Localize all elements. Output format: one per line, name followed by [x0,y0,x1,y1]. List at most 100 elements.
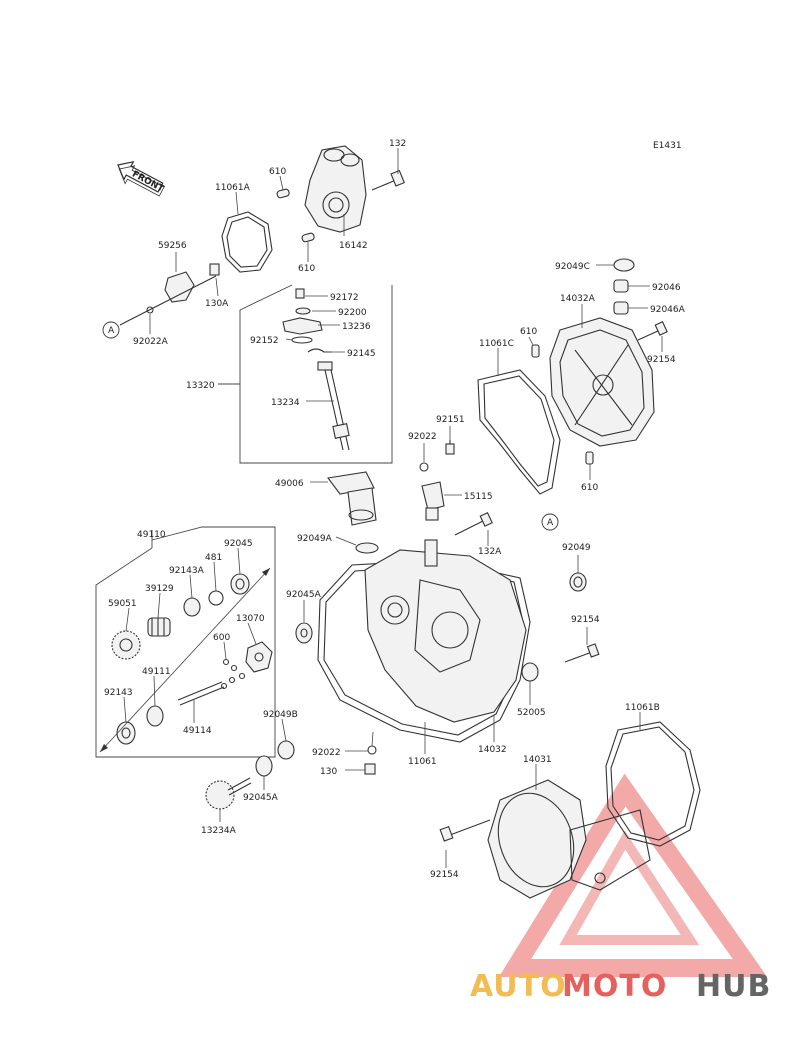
oring-92152 [291,336,313,344]
shaft-49114 [177,681,225,706]
spring-39129 [147,617,171,637]
bolt-130 [364,763,376,775]
label-52005: 52005 [517,708,546,718]
label-92045: 92045 [224,539,253,549]
front-label: FRONT [130,169,166,194]
gasket-11061C [477,369,561,495]
collar-92143 [116,721,136,745]
label-11061A: 11061A [215,183,251,193]
label-92154: 92154 [430,870,459,880]
label-59051: 59051 [108,599,137,609]
label-13234A: 13234A [201,826,237,836]
seal-92049C [613,258,635,272]
bolt-92151 [445,440,455,455]
pump-body-49006 [327,471,377,526]
seal-92049B [277,740,295,760]
label-92151: 92151 [436,415,465,425]
label-92045A: 92045A [243,793,279,803]
label-610: 610 [520,327,537,337]
label-92152: 92152 [250,336,279,346]
label-49111: 49111 [142,667,171,677]
shaft-13234 [317,361,350,451]
label-92200: 92200 [338,308,367,318]
screw-92172 [295,288,305,299]
bush-92046A [613,301,629,315]
label-92145: 92145 [347,349,376,359]
label-132: 132 [389,139,406,149]
washer-92022 [419,462,429,472]
label-92045A: 92045A [286,590,322,600]
watermark-hub: HUB [696,969,771,1004]
circlip-481 [208,590,224,606]
watermark-auto: AUTO [470,969,567,1004]
label-14032: 14032 [478,745,507,755]
label-49110: 49110 [137,530,166,540]
label-49114: 49114 [183,726,212,736]
callout-a-right [541,513,559,531]
clutch-cover-14031 [487,779,651,899]
collar-92143A [183,597,201,617]
cap-15115 [421,481,445,521]
label-92143A: 92143A [169,566,205,576]
bolt-92154-lower [439,819,491,842]
label-92154: 92154 [571,615,600,625]
leader-lines [123,148,663,868]
label-610: 610 [298,264,315,274]
bracket-59256 [119,263,220,326]
label-11061C: 11061C [479,339,514,349]
gasket-11061A [221,211,273,273]
seal-92045 [230,573,250,595]
label-16142: 16142 [339,241,368,251]
label-13320: 13320 [186,381,215,391]
diagram-code: E1431 [653,141,682,151]
part-labels: 132 610 11061A 16142 610 59256 130A 9202… [104,139,686,880]
label-92154: 92154 [647,355,676,365]
label-11061: 11061 [408,757,437,767]
label-92022: 92022 [312,748,341,758]
dowel-610 [585,451,594,465]
washer-92022 [367,745,377,755]
label-130: 130 [320,767,337,777]
svg-text:A: A [547,518,554,528]
bolt-92154-top [637,321,668,341]
label-610: 610 [269,167,286,177]
label-13070: 13070 [236,614,265,624]
bolt-132A [454,512,493,536]
seal-92049 [569,572,587,592]
gear-59051 [111,630,141,660]
gear-13234A [205,777,252,810]
dowel-610 [531,344,540,358]
callout-a-left [102,321,120,339]
impeller-13070 [245,641,273,673]
label-15115: 15115 [464,492,493,502]
label-13236: 13236 [342,322,371,332]
label-13234: 13234 [271,398,300,408]
svg-text:A: A [108,326,115,336]
assembly-frame-13320 [218,284,393,464]
cover-14032A [549,317,655,447]
label-130A: 130A [205,299,229,309]
label-92022A: 92022A [133,337,169,347]
label-14032A: 14032A [560,294,596,304]
balls-600 [220,658,246,690]
bush-92046 [613,279,629,293]
label-92172: 92172 [330,293,359,303]
dowel-610 [301,232,315,243]
washer-92200 [295,307,311,315]
label-92046A: 92046A [650,305,686,315]
label-92022: 92022 [408,432,437,442]
bearing-92045A-lower [255,755,273,777]
label-59256: 59256 [158,241,187,251]
dowel-610 [276,188,290,199]
label-11061B: 11061B [625,703,660,713]
label-92049A: 92049A [297,534,333,544]
front-arrow-icon: FRONT [117,160,166,197]
label-92049: 92049 [562,543,591,553]
bolt-92154-right [564,643,600,663]
label-481: 481 [205,553,222,563]
label-49006: 49006 [275,479,304,489]
label-600: 600 [213,633,230,643]
assembly-frame-49110 [95,526,276,758]
label-132A: 132A [478,547,502,557]
